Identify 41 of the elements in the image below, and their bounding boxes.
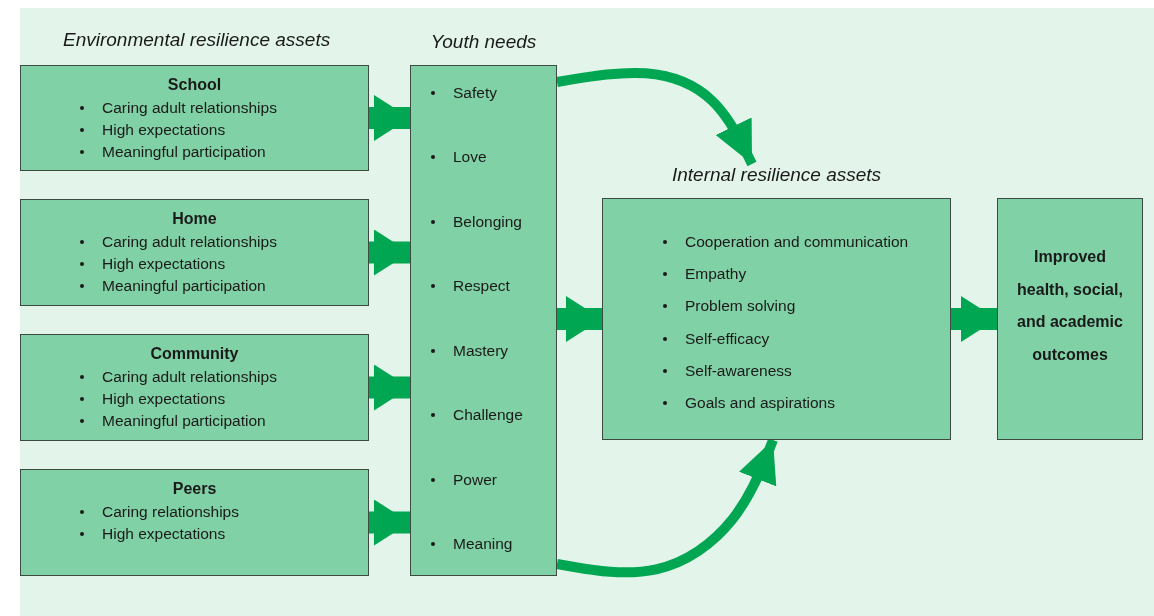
list-item: Meaningful participation — [102, 143, 266, 161]
list-item: Safety — [453, 84, 497, 102]
list-item: Power — [453, 470, 497, 489]
outcome-text: Improved health, social, and academic outcomes — [1016, 247, 1124, 365]
list-item: Caring relationships — [102, 503, 239, 521]
column-heading: Environmental resilience assets — [63, 29, 331, 51]
block-arrow — [369, 95, 410, 141]
curved-arrow — [556, 67, 757, 167]
list-item: Caring adult relationships — [102, 99, 277, 117]
list-item: High expectations — [102, 255, 226, 273]
box-title: Peers — [172, 480, 217, 498]
list-item: Self-efficacy — [685, 329, 770, 348]
list-item: Problem solving — [685, 297, 796, 316]
list-item: Caring adult relationships — [102, 233, 277, 251]
list-item: Meaning — [453, 535, 513, 553]
list-item: Love — [453, 148, 487, 167]
box-heading: Youth needs — [430, 31, 537, 53]
list-item: Respect — [453, 277, 510, 296]
block-arrow — [369, 499, 410, 546]
list-item: Cooperation and communication — [685, 233, 909, 251]
list-item: Mastery — [453, 341, 509, 360]
list-item: Meaningful participation — [102, 412, 266, 430]
block-arrow — [557, 296, 602, 342]
list-item: High expectations — [102, 121, 226, 139]
block-arrow — [369, 364, 410, 411]
list-item: Meaningful participation — [102, 277, 266, 295]
block-arrow — [369, 229, 410, 276]
box-title: School — [167, 76, 222, 94]
list-item: Caring adult relationships — [102, 368, 277, 386]
curved-arrow — [556, 438, 778, 578]
list-item: Empathy — [685, 265, 747, 284]
block-arrow — [951, 296, 997, 342]
list-item: Self-awareness — [685, 361, 792, 380]
list-item: High expectations — [102, 525, 226, 543]
list-item: Goals and aspirations — [685, 394, 835, 412]
list-item: Challenge — [453, 406, 523, 425]
box-title: Community — [150, 345, 239, 363]
list-item: High expectations — [102, 390, 226, 408]
box-title: Home — [172, 210, 217, 228]
list-item: Belonging — [453, 212, 522, 231]
box-heading: Internal resilience assets — [671, 164, 882, 186]
